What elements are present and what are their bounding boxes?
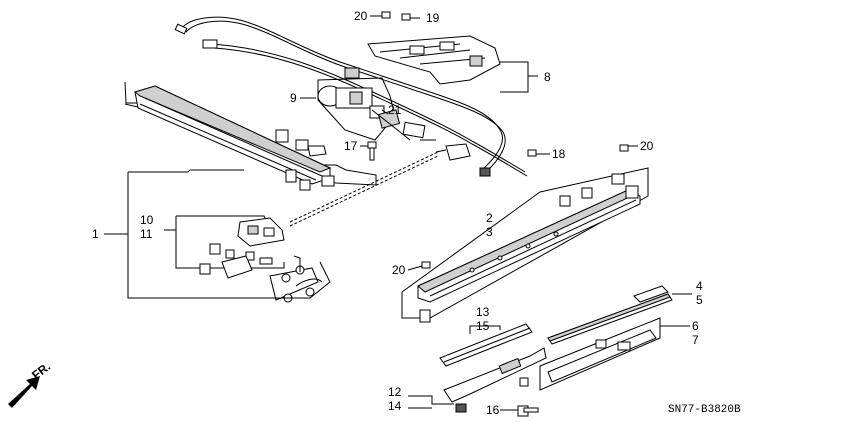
screws bbox=[381, 11, 629, 269]
callout-17: 17 bbox=[344, 139, 358, 153]
strip-13-15 bbox=[439, 323, 533, 367]
callout-18: 18 bbox=[552, 147, 566, 161]
bolt-17 bbox=[367, 141, 377, 161]
callout-9: 9 bbox=[290, 91, 297, 105]
motor-bracket bbox=[344, 35, 501, 85]
callout-11: 11 bbox=[140, 227, 153, 241]
callout-6: 6 bbox=[692, 319, 699, 333]
callout-5: 5 bbox=[696, 293, 703, 307]
drive-cables bbox=[174, 16, 528, 177]
callout-3: 3 bbox=[486, 225, 493, 239]
callout-20: 20 bbox=[640, 139, 654, 153]
drive-chain bbox=[175, 151, 439, 279]
callout-10: 10 bbox=[140, 213, 154, 227]
sunroof-motor bbox=[317, 77, 436, 141]
left-guide-rail bbox=[124, 81, 377, 191]
callout-8: 8 bbox=[544, 70, 551, 84]
callout-1: 1 bbox=[92, 227, 99, 241]
callout-2: 2 bbox=[486, 211, 493, 225]
link-parts bbox=[127, 169, 331, 303]
callout-7: 7 bbox=[692, 333, 699, 347]
callout-20: 20 bbox=[354, 9, 368, 23]
callout-21: 21 bbox=[388, 103, 402, 117]
callout-4: 4 bbox=[696, 279, 703, 293]
cable-clip bbox=[435, 143, 471, 161]
callout-19: 19 bbox=[426, 11, 440, 25]
callout-15: 15 bbox=[476, 319, 490, 333]
diagram-code: SN77-B3820B bbox=[668, 404, 741, 416]
callout-16: 16 bbox=[486, 403, 500, 417]
callout-13: 13 bbox=[476, 305, 490, 319]
callout-12: 12 bbox=[388, 385, 402, 399]
callout-20: 20 bbox=[392, 263, 406, 277]
callout-14: 14 bbox=[388, 399, 402, 413]
bracket-6-7 bbox=[519, 317, 661, 391]
front-direction-arrow bbox=[8, 376, 40, 408]
slide-12-14 bbox=[443, 347, 547, 417]
guide-rail-2-3 bbox=[401, 167, 649, 323]
leader-lines bbox=[104, 15, 692, 411]
rail-4-5 bbox=[547, 285, 673, 345]
